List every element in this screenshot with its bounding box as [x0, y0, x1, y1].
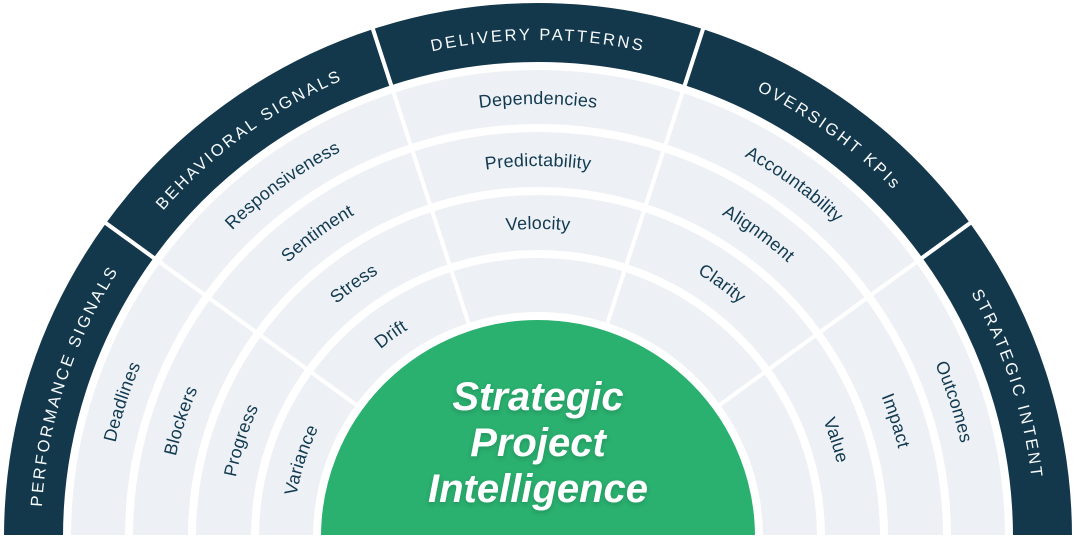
item-predictability-label: Predictability — [484, 150, 593, 174]
center-title-line-3: Intelligence — [428, 467, 648, 511]
sector-strategic-intent-ring-3-band — [766, 332, 884, 539]
center-title-line-1: Strategic — [452, 375, 623, 419]
item-velocity-label: Velocity — [505, 213, 571, 235]
sector-strategic-intent-arc — [918, 219, 1076, 539]
item-velocity-label-text: Velocity — [505, 213, 571, 235]
item-dependencies-label-text: Dependencies — [477, 88, 598, 112]
center-circle — [317, 316, 759, 539]
sector-strategic-intent-ring-1-band — [868, 259, 1009, 539]
sector-strategic-intent-ring-2-band — [817, 295, 947, 539]
item-dependencies-label: Dependencies — [477, 88, 598, 112]
item-predictability-label-text: Predictability — [484, 150, 592, 174]
center-title-line-2: Project — [470, 421, 607, 465]
sector-delivery-patterns-ring-4-band — [449, 254, 627, 327]
sector-strategic-intent-ring-4-band — [716, 369, 821, 539]
